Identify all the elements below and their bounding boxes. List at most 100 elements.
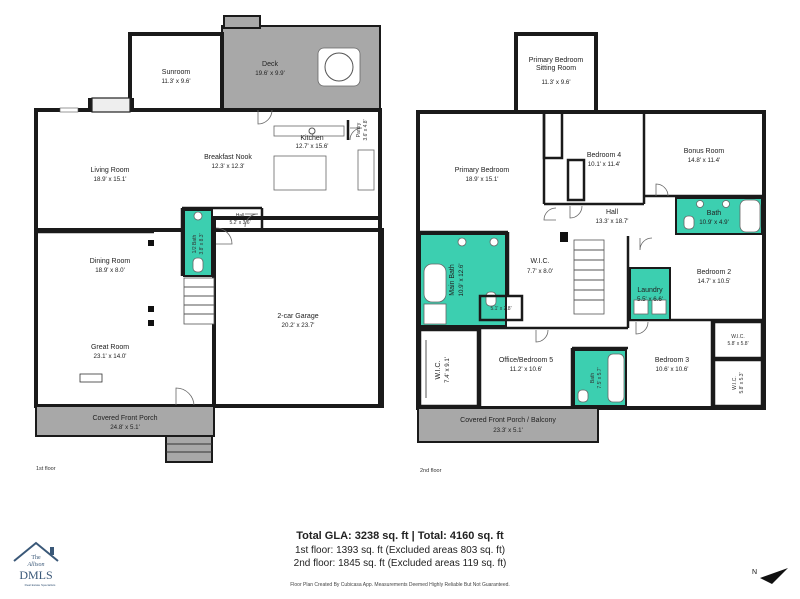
garage-door-entry[interactable] bbox=[215, 227, 233, 245]
sunroom-label: Sunroom bbox=[162, 69, 191, 76]
area-summary-floor1: 1st floor: 1393 sq. ft (Excluded areas 8… bbox=[294, 545, 506, 556]
main-bath-sink-2 bbox=[489, 237, 499, 247]
hall-label-2: Hall bbox=[606, 209, 619, 216]
halfbath-dims: 3.8' x 8.3' bbox=[199, 233, 205, 254]
svg-text:Real Estate Specialists: Real Estate Specialists bbox=[25, 583, 56, 587]
porch-dims-2: 23.3' x 5.1' bbox=[493, 427, 523, 434]
laundry-label: Laundry bbox=[637, 287, 663, 294]
dining-dims: 18.9' x 8.0' bbox=[95, 267, 125, 274]
window-great bbox=[79, 373, 103, 383]
svg-text:DMLS: DMLS bbox=[19, 568, 52, 582]
kitchen-dims: 12.7' x 15.6' bbox=[296, 143, 329, 150]
halfbath-label: 1/2 Bath bbox=[192, 234, 198, 253]
sunroom-dims: 11.3' x 9.6' bbox=[161, 78, 190, 85]
porch-dims-1: 24.8' x 5.1' bbox=[110, 424, 140, 431]
fireplace bbox=[91, 97, 131, 113]
upper-bath-toilet bbox=[683, 215, 695, 230]
wic-3-walls bbox=[712, 320, 764, 360]
sitting-dims: 11.3' x 9.6' bbox=[541, 79, 570, 86]
half-bath-toilet bbox=[192, 257, 204, 273]
bed2-label: Bedroom 2 bbox=[697, 269, 731, 276]
washer bbox=[633, 299, 649, 315]
column-1 bbox=[148, 240, 154, 246]
primary-door[interactable] bbox=[543, 207, 557, 221]
bed4-label: Bedroom 4 bbox=[587, 152, 621, 159]
wic2-label: W.I.C. bbox=[435, 360, 442, 379]
bed4-dims: 10.1' x 11.4' bbox=[588, 161, 621, 168]
deck-steps bbox=[223, 15, 261, 29]
garage-dims: 20.2' x 23.7' bbox=[282, 322, 315, 329]
mainbath-label: Main Bath bbox=[449, 264, 456, 296]
deck-door[interactable] bbox=[257, 109, 273, 125]
main-bath-sink-1 bbox=[457, 237, 467, 247]
bonus-dims: 14.8' x 11.4' bbox=[688, 157, 721, 164]
hall-closet bbox=[566, 158, 586, 202]
kitchen-island bbox=[273, 155, 327, 191]
bath-dims: 10.9' x 4.9' bbox=[699, 219, 729, 226]
bed3-door[interactable] bbox=[635, 321, 649, 335]
svg-text:N: N bbox=[752, 569, 757, 576]
great-label: Great Room bbox=[91, 344, 129, 351]
area-summary-floor2: 2nd floor: 1845 sq. ft (Excluded areas 1… bbox=[293, 558, 507, 569]
great-dims: 23.1' x 14.0' bbox=[94, 353, 127, 360]
deck-label: Deck bbox=[262, 61, 278, 68]
kitchen-sink bbox=[308, 127, 316, 135]
bath-2-tub bbox=[607, 353, 625, 403]
sitting-label-2: Sitting Room bbox=[536, 65, 576, 72]
pantry-label: Pantry bbox=[356, 122, 362, 137]
wic4-dims: 5.8' x 5.3' bbox=[739, 372, 745, 393]
wic-4-walls bbox=[712, 358, 764, 408]
hot-tub-basin bbox=[324, 52, 354, 82]
hall-door[interactable] bbox=[244, 213, 259, 228]
svg-text:Allison: Allison bbox=[26, 562, 44, 568]
area-summary-title: Total GLA: 3238 sq. ft | Total: 4160 sq.… bbox=[296, 530, 504, 542]
deck-dims: 19.6' x 9.9' bbox=[255, 70, 285, 77]
upper-bath-sink-2 bbox=[722, 200, 730, 208]
sitting-label: Primary Bedroom bbox=[529, 57, 584, 64]
brand-logo: The Allison DMLS Real Estate Specialists bbox=[13, 541, 59, 587]
porch-label-1: Covered Front Porch bbox=[93, 415, 158, 422]
main-bath-tub bbox=[423, 263, 447, 303]
laundry-dims: 5.5' x 6.6' bbox=[637, 296, 663, 303]
hall-dims-2: 13.3' x 18.7' bbox=[596, 218, 629, 225]
primary-label: Primary Bedroom bbox=[455, 167, 510, 174]
wic3-dims: 5.8' x 5.8' bbox=[727, 341, 748, 347]
office-label: Office/Bedroom 5 bbox=[499, 357, 553, 364]
stairs-2 bbox=[573, 239, 605, 315]
wic4-label: W.I.C. bbox=[732, 376, 738, 390]
hall-dims-1: 5.2' x 3.6' bbox=[229, 220, 250, 226]
north-arrow-icon: N bbox=[752, 568, 788, 584]
wic2-dims: 7.4' x 9.1' bbox=[444, 357, 451, 383]
stairs-1 bbox=[183, 277, 215, 325]
porch-label-2: Covered Front Porch / Balcony bbox=[460, 417, 556, 424]
hall-label-1: Hall bbox=[236, 213, 245, 219]
wic3-label: W.I.C. bbox=[731, 334, 745, 340]
column-2 bbox=[148, 306, 154, 312]
floor1-caption: 1st floor bbox=[36, 466, 56, 472]
bonus-door[interactable] bbox=[655, 183, 669, 197]
bonus-label: Bonus Room bbox=[684, 148, 725, 155]
bed4-door[interactable] bbox=[569, 205, 583, 219]
mainbath-dims: 10.9' x 12.6' bbox=[458, 264, 465, 297]
svg-text:The: The bbox=[31, 555, 41, 561]
garage-label: 2-car Garage bbox=[277, 313, 318, 320]
primary-dims: 18.9' x 15.1' bbox=[466, 176, 499, 183]
half-bath bbox=[183, 209, 213, 277]
closet-dims: 5.1' x 2.8' bbox=[490, 306, 511, 312]
main-bath-shower bbox=[423, 303, 447, 325]
bed3-label: Bedroom 3 bbox=[655, 357, 689, 364]
pantry-door[interactable] bbox=[349, 127, 363, 141]
kitchen-label: Kitchen bbox=[300, 135, 323, 142]
living-label: Living Room bbox=[91, 167, 130, 174]
first-floor: Sunroom 11.3' x 9.6' Deck 19.6' x 9.9' P… bbox=[34, 15, 384, 472]
window-living bbox=[59, 107, 79, 113]
wic1-label: W.I.C. bbox=[530, 258, 549, 265]
bed2-door[interactable] bbox=[639, 237, 653, 251]
office-door[interactable] bbox=[535, 329, 549, 343]
kitchen-counter-right bbox=[357, 149, 375, 191]
breakfast-label: Breakfast Nook bbox=[204, 154, 252, 161]
front-door-1[interactable] bbox=[175, 387, 195, 407]
office-dims: 11.2' x 10.6' bbox=[510, 366, 543, 373]
pantry-dims: 3.6' x 4.8' bbox=[363, 119, 369, 140]
